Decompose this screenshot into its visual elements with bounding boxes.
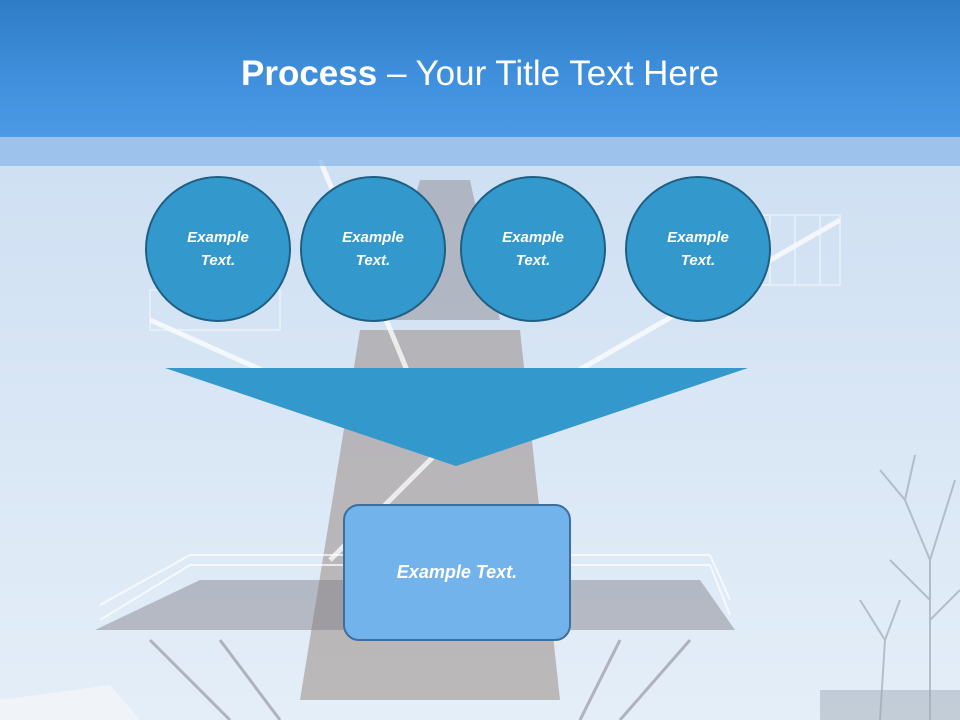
header-band — [0, 0, 960, 137]
header-sub-band — [0, 137, 960, 166]
step-4-line-1: Example — [667, 229, 729, 246]
step-2-line-2: Text. — [355, 252, 391, 269]
step-3-line-1: Example — [502, 229, 564, 246]
step-3-line-2: Text. — [515, 252, 551, 269]
step-circle-3: Example Text. — [460, 176, 606, 322]
step-circle-1: Example Text. — [145, 176, 291, 322]
step-1-line-2: Text. — [200, 252, 236, 269]
step-text-1: Example Text. — [173, 226, 263, 272]
slide-title: Process – Your Title Text Here — [0, 52, 960, 96]
step-text-4: Example Text. — [653, 226, 743, 272]
result-box: Example Text. — [343, 504, 571, 641]
title-bold-part: Process — [241, 54, 378, 93]
result-text: Example Text. — [396, 562, 518, 582]
step-4-line-2: Text. — [680, 252, 716, 269]
step-circle-2: Example Text. — [300, 176, 446, 322]
title-rest-part: – Your Title Text Here — [377, 54, 719, 93]
step-2-line-1: Example — [342, 229, 404, 246]
step-circle-4: Example Text. — [625, 176, 771, 322]
step-text-2: Example Text. — [328, 226, 418, 272]
step-text-3: Example Text. — [488, 226, 578, 272]
step-1-line-1: Example — [187, 229, 249, 246]
funnel-arrow-shape — [165, 368, 748, 466]
